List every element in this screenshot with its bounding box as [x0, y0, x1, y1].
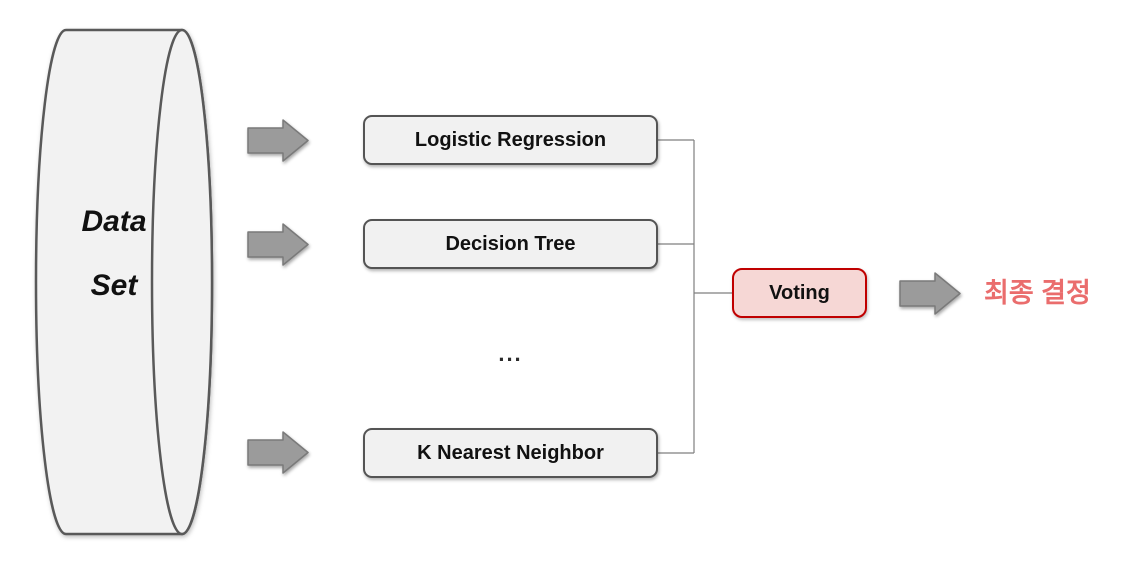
- model-box-logistic-regression: Logistic Regression: [363, 115, 658, 165]
- dataset-cylinder: [34, 28, 214, 536]
- arrow-right-icon: [247, 119, 309, 162]
- arrow-right-icon: [899, 272, 961, 315]
- model-box-label: Logistic Regression: [414, 128, 607, 151]
- model-box-k-nearest-neighbor: K Nearest Neighbor: [363, 428, 658, 478]
- dataset-label: Data Set: [36, 205, 192, 303]
- model-box-label: Decision Tree: [445, 232, 576, 255]
- model-box-decision-tree: Decision Tree: [363, 219, 658, 269]
- arrow-right-icon: [247, 223, 309, 266]
- final-decision-label: 최종 결정: [984, 278, 1091, 308]
- dataset-label-line2: Set: [90, 269, 138, 302]
- dataset-cylinder-face: [150, 28, 214, 536]
- dataset-label-line1: Data: [81, 205, 147, 238]
- model-box-label: K Nearest Neighbor: [417, 441, 604, 464]
- voting-box: Voting: [732, 268, 867, 318]
- more-models-ellipsis: ...: [498, 341, 523, 366]
- voting-box-label: Voting: [769, 281, 830, 304]
- arrow-right-icon: [247, 431, 309, 474]
